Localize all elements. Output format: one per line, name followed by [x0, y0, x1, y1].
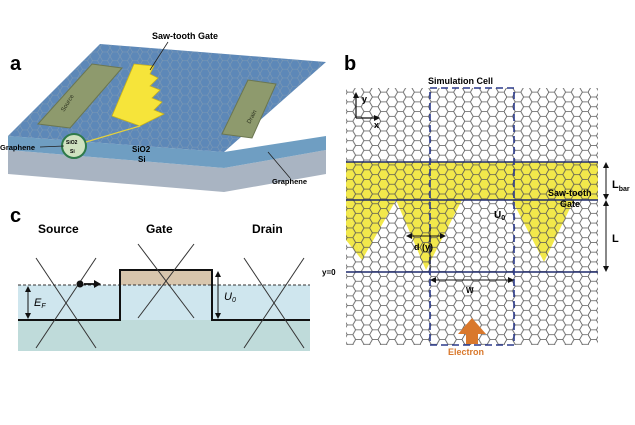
inset-si-label: Si	[70, 149, 75, 155]
u0-label-c: U0	[224, 291, 236, 304]
panel-b: b Simulation Cell y x Lbar	[322, 53, 630, 357]
ef-label: EF	[34, 297, 46, 310]
d-label: d (y)	[414, 242, 433, 252]
graphene-right-label: Graphene	[272, 177, 307, 186]
barrier-region	[120, 270, 212, 285]
panel-c: c Source Gate Drain EF U0	[10, 205, 310, 351]
gate-label-b2: Gate	[560, 199, 580, 209]
u0-label-b: U0	[494, 210, 505, 222]
electron-dot	[76, 280, 84, 288]
gate-label-b1: Saw-tooth	[548, 188, 592, 198]
panel-a-label: a	[10, 53, 22, 75]
source-label-c: Source	[38, 222, 79, 236]
axis-x-label: x	[374, 120, 379, 130]
panel-b-label: b	[344, 53, 356, 75]
drain-label-c: Drain	[252, 222, 283, 236]
electron-arrow	[458, 318, 486, 344]
source-electrode	[36, 63, 123, 129]
sio2-layer	[8, 136, 326, 168]
y0-label: y=0	[322, 268, 336, 277]
gate-label: Saw-tooth Gate	[152, 31, 218, 41]
sawtooth-gate	[111, 63, 165, 127]
lbar-label: Lbar	[612, 179, 630, 193]
axis-y-label: y	[362, 94, 367, 104]
panel-a: a Source Drain Saw-tooth Gate SiO2 Si Si…	[0, 31, 326, 192]
simulation-cell	[429, 87, 515, 346]
l-label: L	[612, 233, 619, 245]
si-label: Si	[138, 155, 146, 164]
panel-c-label: c	[10, 205, 21, 227]
lower-band	[18, 320, 310, 351]
electron-label: Electron	[448, 347, 484, 357]
si-layer	[8, 150, 326, 192]
sio2-label: SiO2	[132, 145, 151, 154]
graphene-lattice	[346, 88, 598, 345]
inset-sio2-label: SiO2	[66, 140, 78, 146]
drain-electrode	[221, 79, 277, 139]
simulation-cell-label: Simulation Cell	[428, 76, 493, 86]
band-profile	[18, 269, 310, 321]
gate-label-c: Gate	[146, 222, 173, 236]
w-label: W	[466, 286, 474, 295]
graphene-left-label: Graphene	[0, 143, 35, 152]
